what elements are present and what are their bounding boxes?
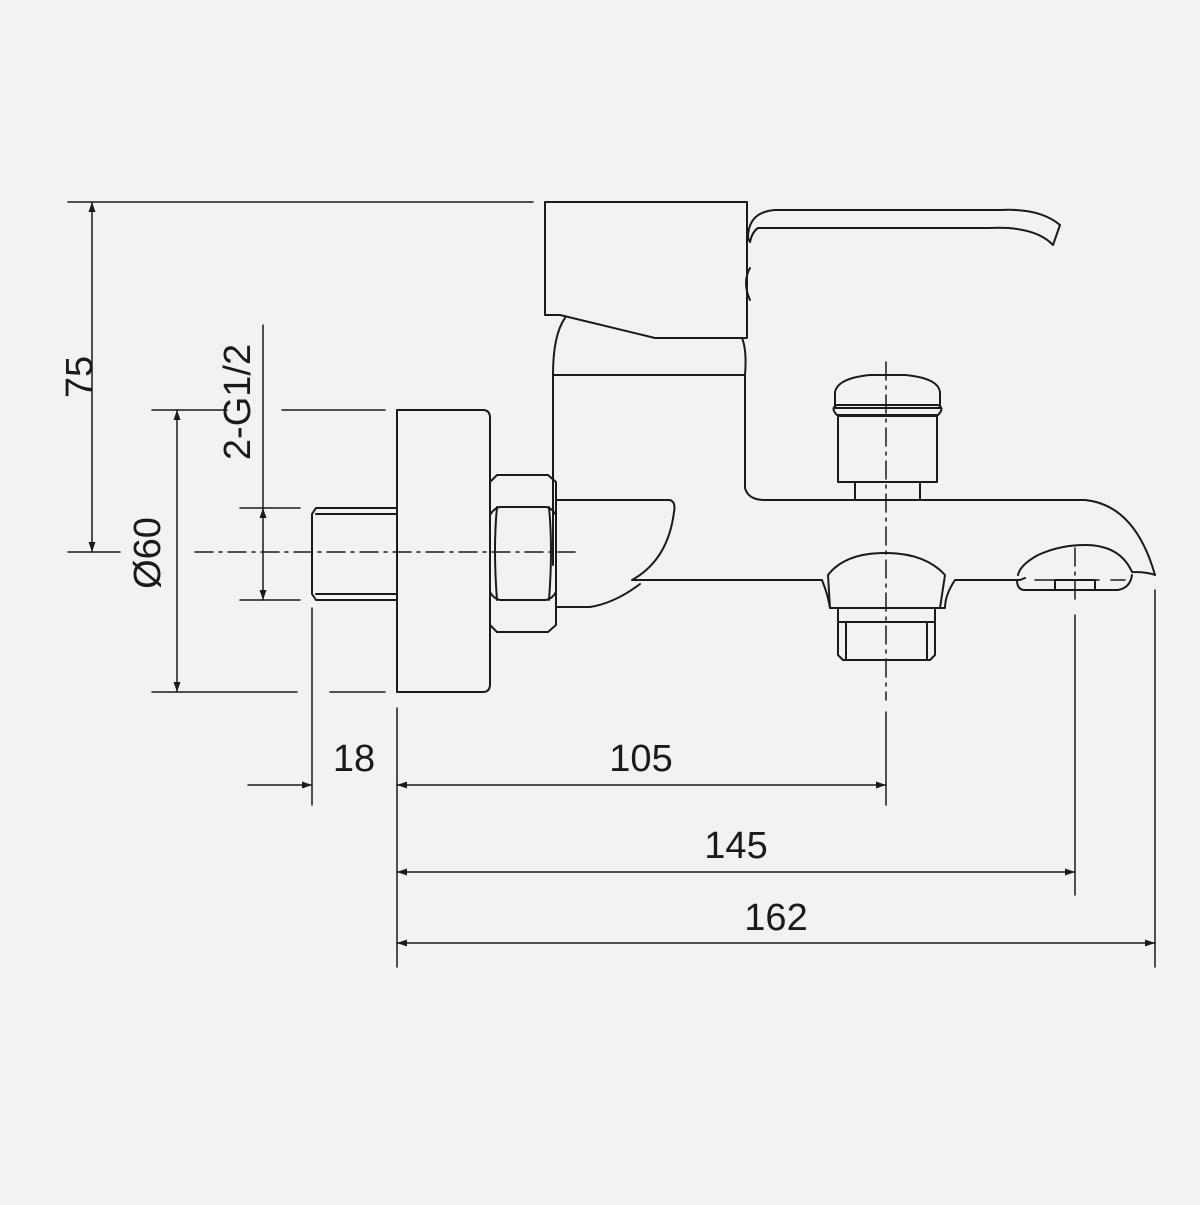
dim-height-label: 75: [59, 356, 101, 398]
extension-lines: [67, 201, 1156, 968]
dim-diameter-label: Ø60: [127, 517, 169, 589]
wall-flange: [396, 409, 491, 693]
outlet-cup: [827, 552, 946, 609]
dim-18-label: 18: [333, 738, 375, 780]
dim-thread-label: 2-G1/2: [217, 344, 259, 460]
spout-top: [744, 374, 1156, 576]
dim-145-label: 145: [704, 825, 767, 867]
lever: [747, 208, 1061, 246]
lever-housing: [544, 201, 748, 339]
cartridge-neck: [552, 317, 566, 566]
hex-nut: [489, 474, 557, 633]
mixer-body: [555, 499, 1026, 609]
dim-162-label: 162: [744, 897, 807, 939]
centre-lines: [194, 361, 1076, 701]
dimension-lines: [88, 201, 1156, 947]
dim-105-label: 105: [609, 738, 672, 780]
faucet-outline: [311, 201, 1156, 693]
diverter-knob: [834, 374, 941, 409]
dimension-labels: 75 2-G1/2 Ø60 18 105 145 162: [59, 344, 808, 939]
inlet-thread: [311, 507, 398, 601]
